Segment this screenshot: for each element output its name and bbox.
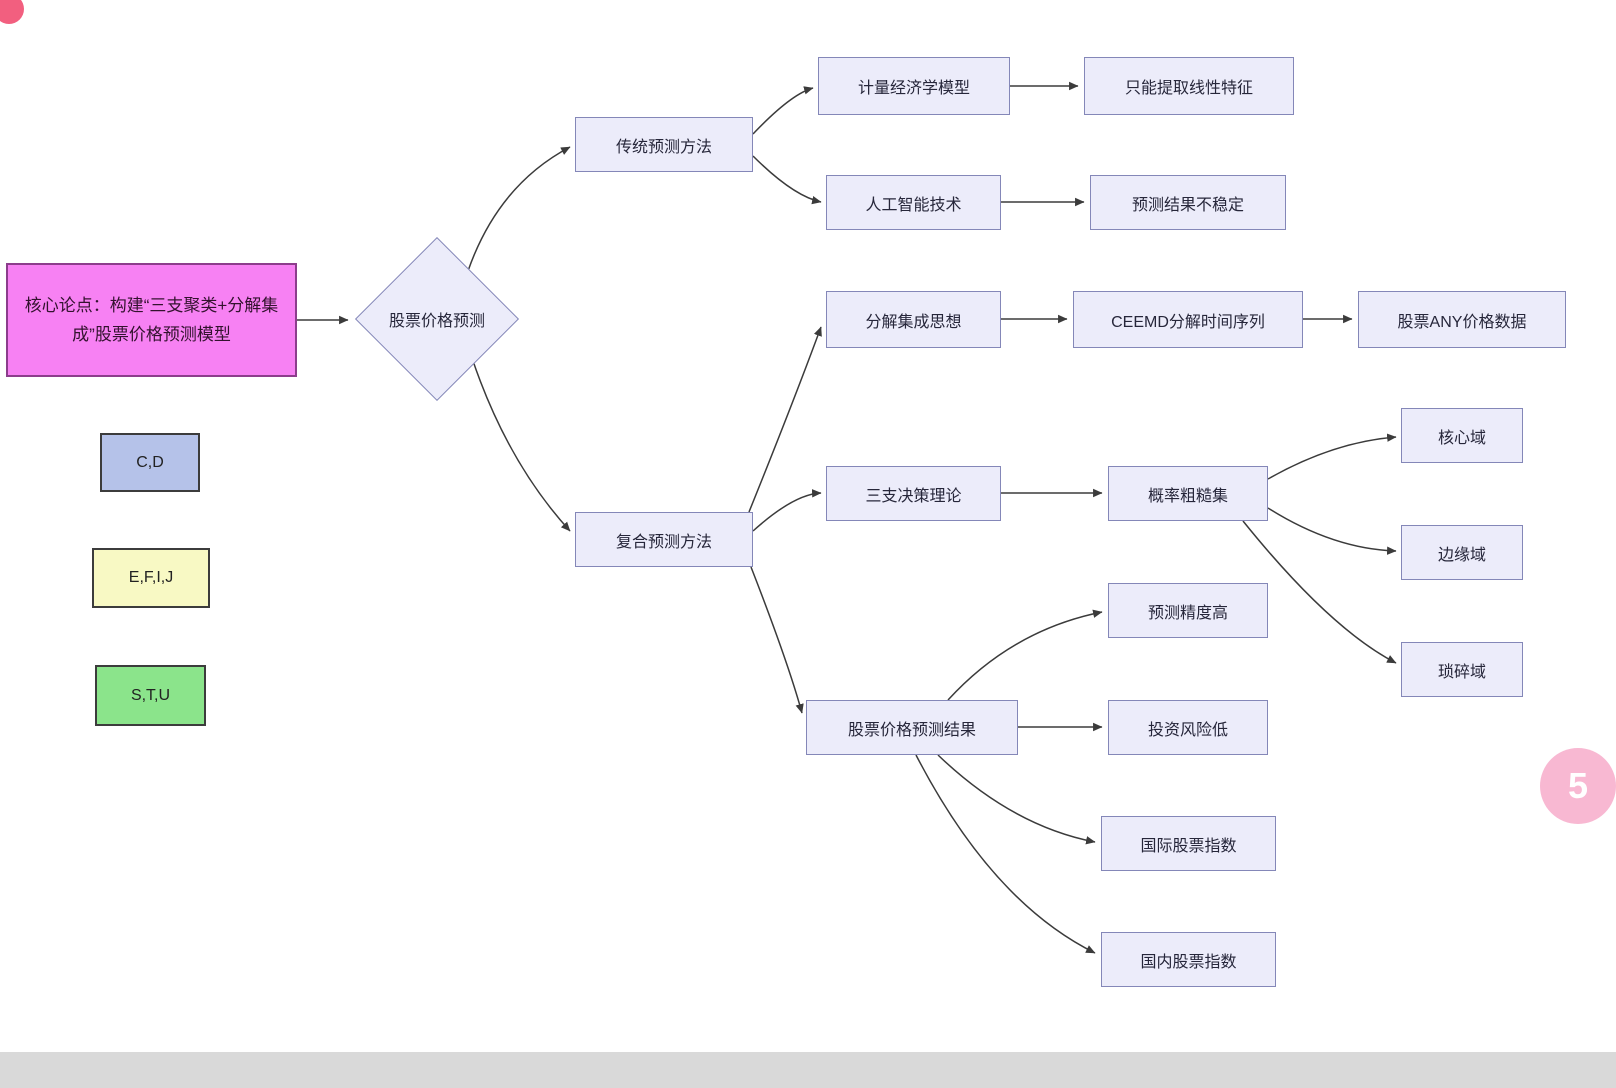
- node-label: 股票价格预测结果: [847, 721, 976, 739]
- edge-traditional-ai: [752, 155, 822, 205]
- node-low-investment-risk[interactable]: 投资风险低: [1108, 700, 1268, 755]
- node-traditional-methods[interactable]: 传统预测方法: [575, 117, 753, 172]
- edge-traditional-econometric: [752, 86, 814, 135]
- legend-label: S,T,U: [130, 686, 171, 704]
- legend-label: E,F,I,J: [128, 569, 174, 586]
- node-label: CEEMD分解时间序列: [1111, 313, 1265, 331]
- node-high-accuracy[interactable]: 预测精度高: [1108, 583, 1268, 638]
- node-label: 三支决策理论: [865, 487, 962, 505]
- node-label: 概率粗糙集: [1147, 487, 1228, 505]
- node-trivial-region[interactable]: 琐碎域: [1401, 642, 1523, 697]
- node-econometric-model[interactable]: 计量经济学模型: [818, 57, 1010, 115]
- node-any-price-data[interactable]: 股票ANY价格数据: [1358, 291, 1566, 348]
- badge-label: 5: [1567, 765, 1589, 806]
- node-label: 人工智能技术: [865, 196, 962, 214]
- node-stock-price-prediction[interactable]: 股票价格预测: [354, 236, 520, 402]
- node-label: 股票价格预测: [388, 313, 485, 330]
- node-label: 边缘域: [1437, 546, 1486, 564]
- legend-item-cd[interactable]: C,D: [100, 433, 200, 492]
- legend-label: C,D: [136, 453, 164, 471]
- node-label: 预测结果不稳定: [1131, 196, 1244, 214]
- node-unstable-results[interactable]: 预测结果不稳定: [1090, 175, 1286, 230]
- node-label: 国际股票指数: [1140, 837, 1237, 855]
- node-ai-technology[interactable]: 人工智能技术: [826, 175, 1001, 230]
- corner-dot: [0, 0, 24, 24]
- node-label: 计量经济学模型: [857, 80, 970, 97]
- edge-roughset-boundary: [1267, 507, 1397, 555]
- node-probabilistic-rough-set[interactable]: 概率粗糙集: [1108, 466, 1268, 521]
- node-composite-methods[interactable]: 复合预测方法: [575, 512, 753, 567]
- node-three-way-decision[interactable]: 三支决策理论: [826, 466, 1001, 521]
- node-boundary-region[interactable]: 边缘域: [1401, 525, 1523, 580]
- node-decomposition-ensemble[interactable]: 分解集成思想: [826, 291, 1001, 348]
- node-label: 只能提取线性特征: [1124, 80, 1253, 97]
- node-linear-features-only[interactable]: 只能提取线性特征: [1084, 57, 1294, 115]
- node-label: 复合预测方法: [615, 533, 712, 551]
- node-label: 股票ANY价格数据: [1397, 313, 1527, 331]
- node-core-region[interactable]: 核心域: [1401, 408, 1523, 463]
- node-ceemd-decompose[interactable]: CEEMD分解时间序列: [1073, 291, 1303, 348]
- edge-result-intl: [937, 754, 1096, 845]
- node-label: 分解集成思想: [865, 313, 962, 331]
- edge-result-domestic: [915, 754, 1096, 954]
- edge-composite-threeway: [752, 489, 822, 532]
- edge-composite-result: [750, 566, 804, 714]
- node-label: 传统预测方法: [615, 138, 712, 156]
- node-international-index[interactable]: 国际股票指数: [1101, 816, 1276, 871]
- watermark-badge: 5: [1540, 748, 1616, 824]
- edge-composite-decomposition: [748, 326, 822, 513]
- horizontal-scrollbar[interactable]: [0, 1052, 1616, 1088]
- legend-item-stu[interactable]: S,T,U: [95, 665, 206, 726]
- node-label: 核心域: [1437, 429, 1486, 447]
- node-label: 投资风险低: [1147, 721, 1228, 739]
- node-core-thesis[interactable]: 核心论点：构建“三支聚类+分解集成”股票价格预测模型: [6, 263, 297, 377]
- node-prediction-result[interactable]: 股票价格预测结果: [806, 700, 1018, 755]
- edge-roughset-core: [1267, 433, 1397, 480]
- node-label: 国内股票指数: [1140, 953, 1237, 971]
- edge-result-accuracy: [947, 609, 1103, 701]
- node-label: 预测精度高: [1147, 604, 1228, 622]
- node-label: 琐碎域: [1437, 663, 1486, 681]
- legend-item-efij[interactable]: E,F,I,J: [92, 548, 210, 608]
- node-domestic-index[interactable]: 国内股票指数: [1101, 932, 1276, 987]
- node-label: 核心论点：构建“三支聚类+分解集成”股票价格预测模型: [24, 296, 279, 344]
